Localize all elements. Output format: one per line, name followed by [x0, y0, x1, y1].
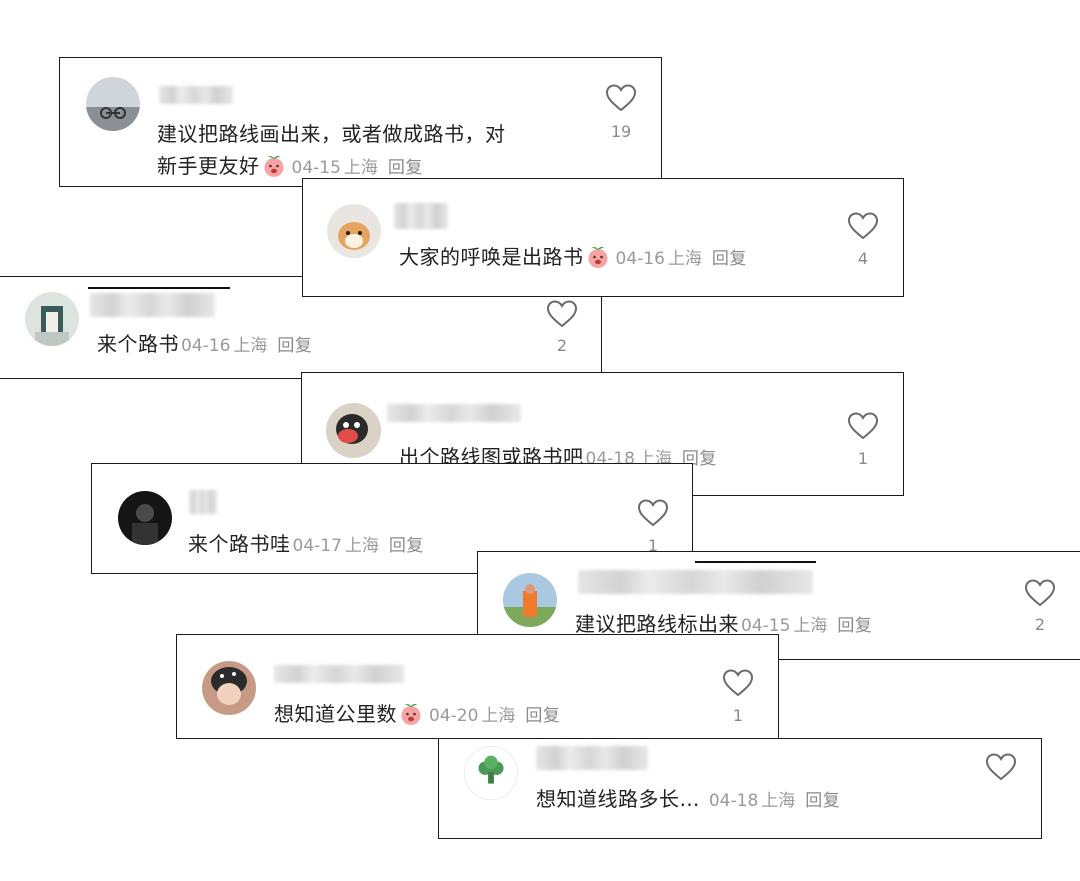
like-count: 1 [732, 706, 744, 725]
comment-location: 上海 [343, 158, 378, 178]
like-heart-icon[interactable] [637, 498, 669, 528]
comment-location: 上海 [793, 616, 828, 636]
username-redacted [90, 293, 215, 317]
comment-date: 04-15 [291, 158, 341, 178]
avatar[interactable] [327, 204, 381, 258]
reply-button[interactable]: 回复 [711, 249, 747, 269]
avatar[interactable] [118, 491, 172, 545]
username-redacted [274, 665, 404, 683]
comment-date: 04-17 [292, 536, 342, 556]
reply-button[interactable]: 回复 [805, 791, 841, 811]
divider [88, 287, 230, 289]
reply-button[interactable]: 回复 [387, 158, 423, 178]
comment-location: 上海 [233, 336, 268, 356]
avatar[interactable] [25, 292, 79, 346]
reply-button[interactable]: 回复 [388, 536, 424, 556]
like-count: 4 [857, 249, 869, 268]
like-heart-icon[interactable] [985, 752, 1017, 782]
like-heart-icon[interactable] [605, 83, 637, 113]
username-redacted [159, 86, 233, 104]
like-count: 1 [857, 449, 869, 468]
comment-date: 04-16 [615, 249, 665, 269]
comment-location: 上海 [761, 791, 796, 811]
username-redacted [387, 404, 521, 422]
like-heart-icon[interactable] [847, 211, 879, 241]
username-redacted [536, 746, 648, 770]
divider [695, 561, 816, 563]
username-redacted [189, 490, 217, 514]
peach-emoji-icon [262, 154, 286, 178]
comment-date: 04-18 [708, 791, 759, 811]
like-heart-icon[interactable] [546, 299, 578, 329]
avatar[interactable] [464, 746, 518, 800]
comment-location: 上海 [667, 249, 702, 269]
like-heart-icon[interactable] [722, 668, 754, 698]
reply-button[interactable]: 回复 [525, 706, 561, 726]
avatar[interactable] [326, 403, 381, 458]
username-redacted [394, 203, 448, 229]
reply-button[interactable]: 回复 [277, 336, 313, 356]
comment-location: 上海 [344, 536, 379, 556]
avatar[interactable] [86, 77, 140, 131]
comment-date: 04-20 [429, 706, 479, 726]
like-count: 2 [1034, 615, 1046, 634]
peach-emoji-icon [399, 702, 423, 726]
comment-date: 04-15 [741, 616, 791, 636]
comment-date: 04-16 [181, 336, 231, 356]
comment-location: 上海 [481, 706, 516, 726]
like-count: 1 [647, 536, 659, 555]
like-count: 2 [556, 336, 568, 355]
peach-emoji-icon [586, 245, 610, 269]
like-heart-icon[interactable] [847, 411, 879, 441]
avatar[interactable] [503, 573, 557, 627]
username-redacted [578, 570, 813, 594]
avatar[interactable] [202, 661, 256, 715]
reply-button[interactable]: 回复 [837, 616, 873, 636]
like-count: 19 [610, 122, 632, 141]
like-heart-icon[interactable] [1024, 578, 1056, 608]
